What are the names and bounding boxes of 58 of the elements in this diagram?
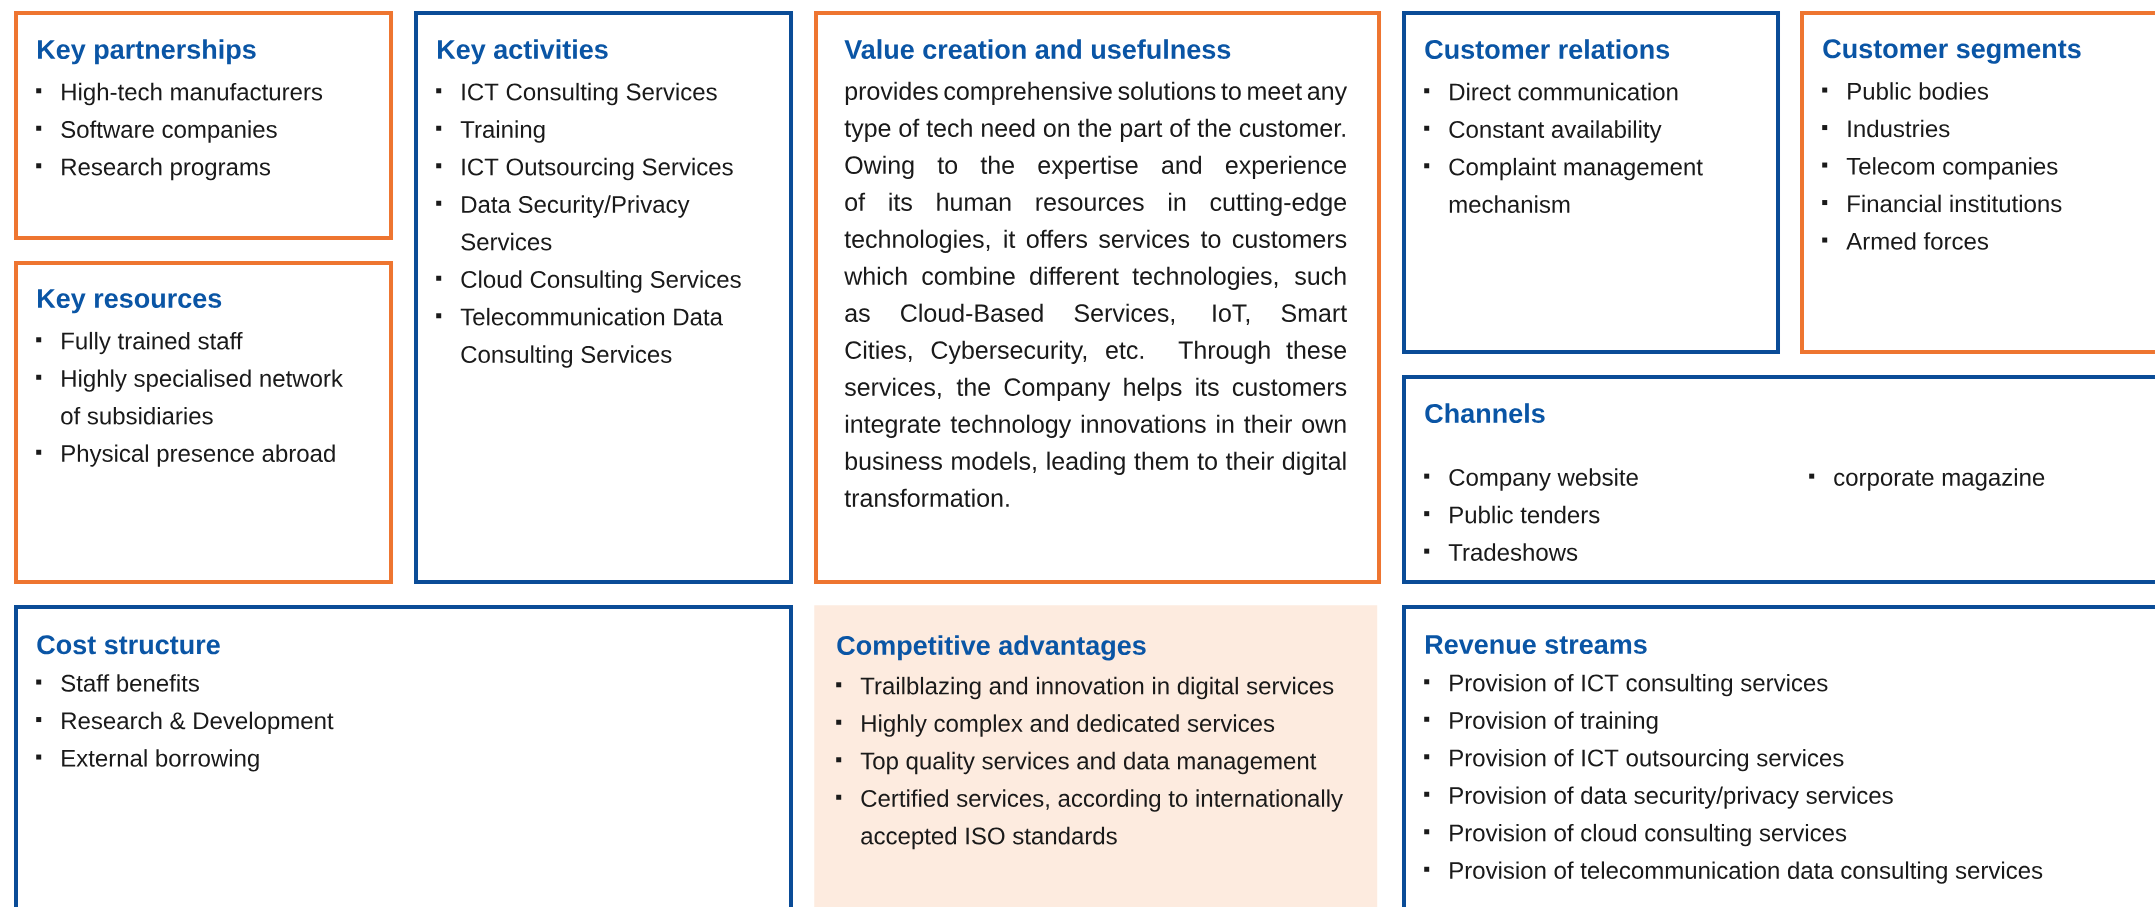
heading: Revenue streams [1426, 635, 1647, 655]
canvas-box [1402, 375, 2155, 584]
bullet-item: External borrowing [36, 749, 259, 772]
heading: Customer segments [1823, 39, 2081, 64]
bullet-item: Industries [1822, 119, 1950, 138]
bullet-item: ICT Outsourcing Services [436, 157, 733, 181]
bullet-item: Provision of training [1424, 711, 1658, 734]
heading: Value creation and usefulness [844, 39, 1231, 60]
bullet-item: High-tech manufacturers [36, 82, 323, 106]
bullet-item: Staff benefits [36, 674, 199, 692]
bullet-item: Direct communication [1424, 82, 1678, 101]
canvas-box [814, 11, 1381, 584]
bullet-item: Complaint management mechanism [1424, 157, 1703, 213]
bullet-item: Provision of telecommunication data consulting services [1424, 861, 2043, 884]
bullet-item: Tradeshows [1424, 543, 1578, 561]
canvas-box [1402, 11, 1780, 354]
bullet-item: Public tenders [1424, 505, 1600, 524]
bullet-item: Physical presence abroad [36, 444, 335, 467]
bullet-item: Fully trained staff [36, 331, 243, 355]
bullet-item: Public bodies [1822, 82, 1989, 100]
bullet-item: Telecommunication Data Consulting Services [436, 307, 723, 368]
canvas-box [14, 11, 393, 240]
bullet-item: Trailblazing and innovation in digital services [836, 676, 1334, 700]
bullet-item: Cloud Consulting Services [436, 270, 741, 293]
bullet-item: Training [436, 120, 545, 143]
bullet-item: Data Security/Privacy Services [436, 195, 690, 251]
canvas-box [14, 261, 393, 584]
bullet-item: corporate magazine [1809, 468, 2045, 491]
bullet-item: Financial institutions [1822, 194, 2062, 213]
bullet-item: Provision of cloud consulting services [1424, 823, 1847, 847]
heading: Channels [1425, 403, 1545, 424]
bullet-item: Constant availability [1424, 120, 1662, 143]
canvas-box [1402, 605, 2155, 907]
heading: Cost structure [37, 635, 220, 655]
bullet-item: Highly complex and dedicated services [836, 714, 1275, 737]
bullet-item: Provision of data security/privacy services [1424, 786, 1893, 809]
bullet-item: Armed forces [1822, 232, 1988, 250]
bullet-item: Certified services, according to internationally accepted ISO standards [836, 789, 1343, 850]
bullet-item: Research & Development [36, 711, 334, 735]
bullet-item: Telecom companies [1822, 157, 2058, 180]
heading: Key resources [38, 289, 222, 314]
heading: Competitive advantages [837, 635, 1146, 661]
heading: Key partnerships [38, 39, 256, 65]
bullet-item: ICT Consulting Services [436, 82, 717, 106]
bullet-item: Provision of ICT consulting services [1424, 673, 1828, 697]
canvas-box [1800, 11, 2155, 354]
canvas-box [14, 605, 793, 907]
paragraph: provides comprehensive solutions to meet any type of tech need on the part of the customer. Owing to the expertise and experience of its human resources in cutting-edge technologies, it offers services to customers which combine different technologies, such as Cloud-Based Services, IoT, Smart Cities, Cybersecurity, etc. Through these services, the Company helps its customers integrate technology innovations in their own business models, leading them to their digital transformation. [844, 81, 1348, 507]
heading: Customer relations [1425, 39, 1670, 60]
canvas-box [414, 11, 793, 584]
bullet-item: Software companies [36, 120, 277, 143]
bullet-item: Top quality services and data management [836, 751, 1317, 775]
bullet-item: Research programs [36, 157, 271, 181]
bullet-item: Highly specialised network of subsidiaries [36, 369, 343, 425]
bullet-item: Company website [1424, 468, 1638, 491]
bullet-item: Provision of ICT outsourcing services [1424, 748, 1844, 772]
heading: Key activities [438, 39, 608, 65]
canvas-box [814, 605, 1378, 907]
